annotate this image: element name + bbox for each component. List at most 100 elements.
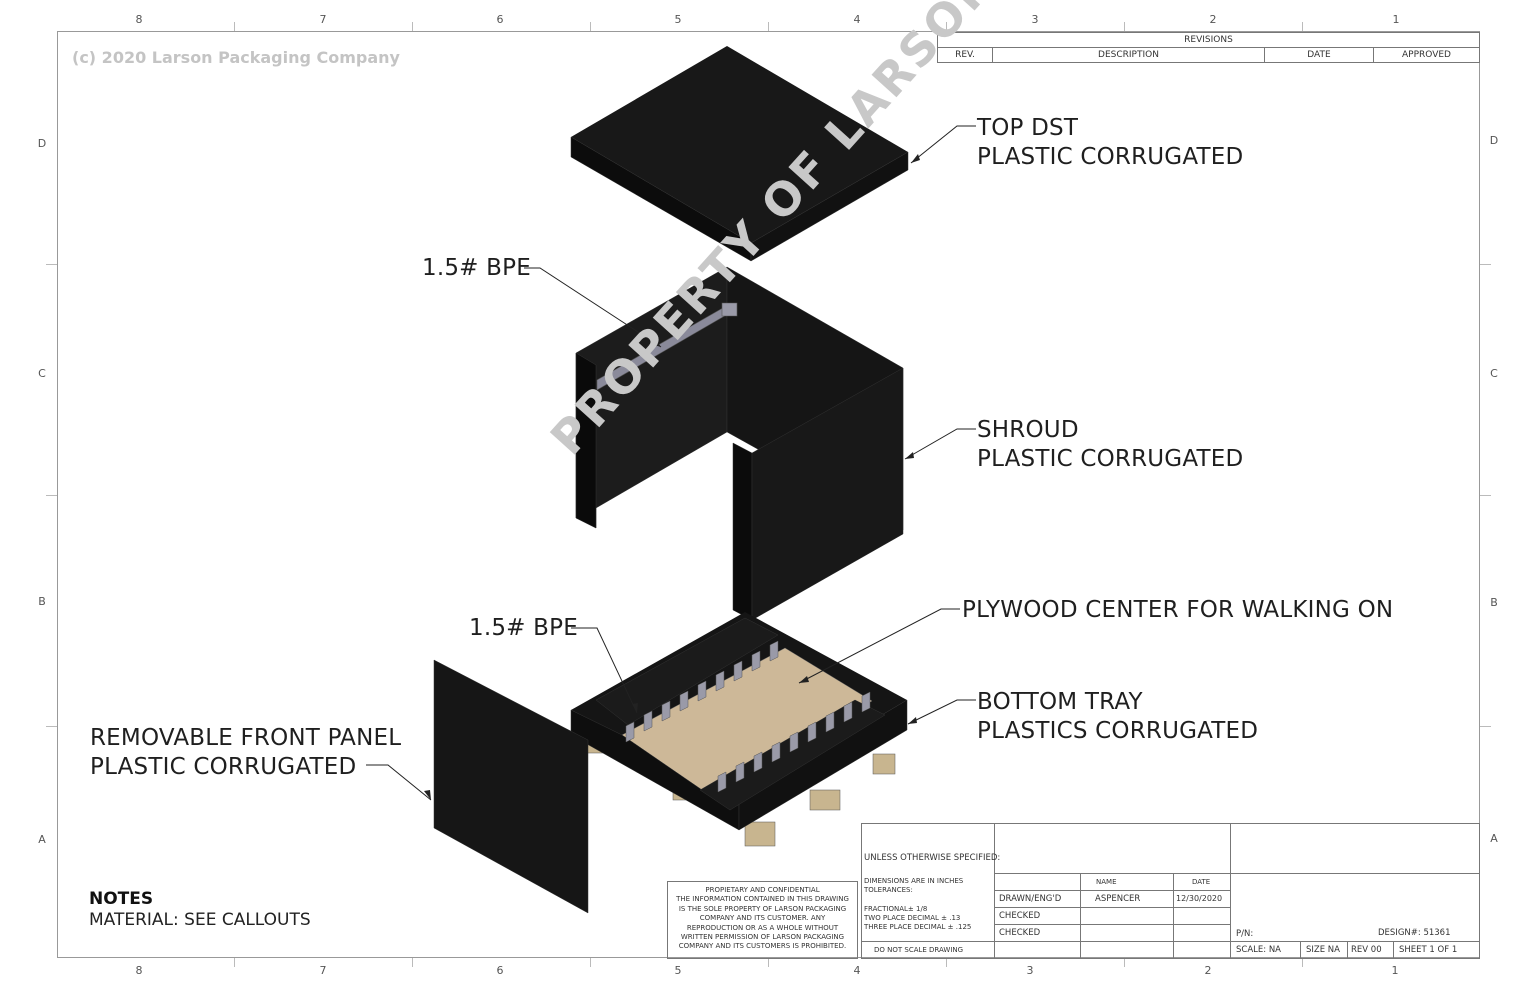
zone-column-label: 4: [853, 13, 861, 26]
rev-label: REV 00: [1351, 945, 1382, 955]
divider: [1080, 873, 1081, 959]
border-tick: [1480, 726, 1491, 727]
zone-column-label: 7: [319, 964, 327, 977]
divider: [994, 890, 1231, 891]
leader-arrowheads: [424, 154, 920, 800]
shroud: [575, 266, 904, 621]
scale-label: SCALE: NA: [1236, 945, 1281, 955]
do-not-scale: DO NOT SCALE DRAWING: [874, 946, 964, 954]
zone-row-label: A: [38, 833, 46, 846]
zone-column-label: 5: [674, 964, 682, 977]
revisions-table: REVISIONS REV. DESCRIPTION DATE APPROVED: [937, 32, 1480, 63]
border-tick: [46, 264, 57, 265]
divider: [1300, 941, 1301, 959]
zone-column-label: 7: [319, 13, 327, 26]
copyright-text: (c) 2020 Larson Packaging Company: [72, 48, 400, 67]
notice-line: COMPANY AND ITS CUSTOMERS IS PROHIBITED.: [678, 942, 847, 951]
callout-line: PLASTIC CORRUGATED: [977, 446, 1244, 472]
zone-row-label: B: [1490, 596, 1498, 609]
plywood-callout: PLYWOOD CENTER FOR WALKING ON: [962, 597, 1394, 623]
zone-row-label: A: [1490, 832, 1498, 845]
zone-row-label: D: [37, 137, 47, 150]
removable-front-panel: [433, 659, 589, 914]
border-tick: [412, 958, 413, 967]
divider: [994, 907, 1231, 908]
design-number: DESIGN#: 51361: [1378, 928, 1451, 938]
zone-column-label: 2: [1209, 13, 1217, 26]
shroud-callout: SHROUD PLASTIC CORRUGATED: [977, 416, 1243, 474]
zone-column-label: 6: [496, 964, 504, 977]
callout-line: BOTTOM TRAY: [977, 689, 1143, 715]
approved-header: APPROVED: [1373, 47, 1480, 63]
border-tick: [1480, 495, 1491, 496]
callout-line: PLASTIC CORRUGATED: [90, 754, 357, 780]
border-tick: [590, 958, 591, 967]
callout-line: REMOVABLE FRONT PANEL: [90, 725, 402, 751]
border-tick: [1124, 958, 1125, 967]
name-header: NAME: [1096, 878, 1117, 886]
border-tick: [46, 495, 57, 496]
sheet-label: SHEET 1 OF 1: [1399, 945, 1458, 955]
zone-row-label: C: [1490, 367, 1498, 380]
border-tick: [946, 22, 947, 31]
border-tick: [1302, 22, 1303, 31]
date-header: DATE: [1192, 878, 1211, 886]
checked-label: CHECKED: [999, 911, 1041, 921]
bottom-tray-callout: BOTTOM TRAY PLASTICS CORRUGATED: [977, 688, 1258, 746]
dimensions-note: DIMENSIONS ARE IN INCHES: [864, 877, 964, 885]
notice-line: IS THE SOLE PROPERTY OF LARSON PACKAGING: [678, 904, 847, 913]
border-tick: [768, 958, 769, 967]
bpe-top-callout: 1.5# BPE: [422, 255, 531, 281]
zone-row-label: C: [38, 367, 46, 380]
border-tick: [946, 958, 947, 967]
callout-line: TOP DST: [977, 115, 1079, 141]
zone-column-label: 1: [1392, 13, 1400, 26]
notice-line: COMPANY AND ITS CUSTOMER. ANY: [699, 914, 826, 923]
notes-heading: NOTES: [89, 889, 154, 909]
drawn-label: DRAWN/ENG'D: [999, 894, 1062, 904]
zone-column-label: 3: [1026, 964, 1034, 977]
two-place-tolerance: TWO PLACE DECIMAL ± .13: [864, 914, 961, 922]
date-header: DATE: [1264, 47, 1374, 63]
divider: [1230, 823, 1231, 959]
zone-column-label: 4: [853, 964, 861, 977]
border-tick: [46, 726, 57, 727]
divider: [861, 941, 995, 942]
notice-line: REPRODUCTION OR AS A WHOLE WITHOUT: [686, 923, 839, 932]
drawn-name: ASPENCER: [1095, 894, 1141, 904]
part-number-label: P/N:: [1236, 929, 1254, 939]
drawing-border: [57, 31, 1480, 958]
border-tick: [1124, 22, 1125, 31]
bottom-tray: [570, 612, 908, 847]
zone-column-label: 8: [135, 964, 143, 977]
notes-text: MATERIAL: SEE CALLOUTS: [89, 910, 311, 930]
top-dst-callout: TOP DST PLASTIC CORRUGATED: [977, 114, 1243, 172]
zone-column-label: 5: [674, 13, 682, 26]
fractional-tolerance: FRACTIONAL± 1/8: [864, 905, 928, 913]
proprietary-notice: PROPIETARY AND CONFIDENTIAL THE INFORMAT…: [667, 881, 858, 959]
notice-line: PROPIETARY AND CONFIDENTIAL: [705, 886, 820, 894]
border-tick: [234, 22, 235, 31]
border-tick: [412, 22, 413, 31]
drawn-date: 12/30/2020: [1176, 894, 1223, 903]
divider: [1173, 873, 1174, 959]
three-place-tolerance: THREE PLACE DECIMAL ± .125: [864, 923, 972, 931]
unless-specified: UNLESS OTHERWISE SPECIFIED:: [864, 853, 1001, 863]
zone-row-label: B: [38, 595, 46, 608]
callout-line: PLASTICS CORRUGATED: [977, 718, 1259, 744]
zone-column-label: 2: [1204, 964, 1212, 977]
zone-row-label: D: [1489, 134, 1499, 147]
border-tick: [590, 22, 591, 31]
notice-line: THE INFORMATION CONTAINED IN THIS DRAWIN…: [676, 895, 849, 904]
bpe-bottom-callout: 1.5# BPE: [469, 615, 578, 641]
border-tick: [234, 958, 235, 967]
divider: [1347, 941, 1348, 959]
callout-line: PLASTIC CORRUGATED: [977, 144, 1244, 170]
size-label: SIZE NA: [1306, 945, 1340, 955]
divider: [1230, 873, 1480, 874]
zone-column-label: 8: [135, 13, 143, 26]
checked-label: CHECKED: [999, 928, 1041, 938]
callout-line: SHROUD: [977, 417, 1079, 443]
front-panel-callout: REMOVABLE FRONT PANEL PLASTIC CORRUGATED: [90, 724, 401, 782]
